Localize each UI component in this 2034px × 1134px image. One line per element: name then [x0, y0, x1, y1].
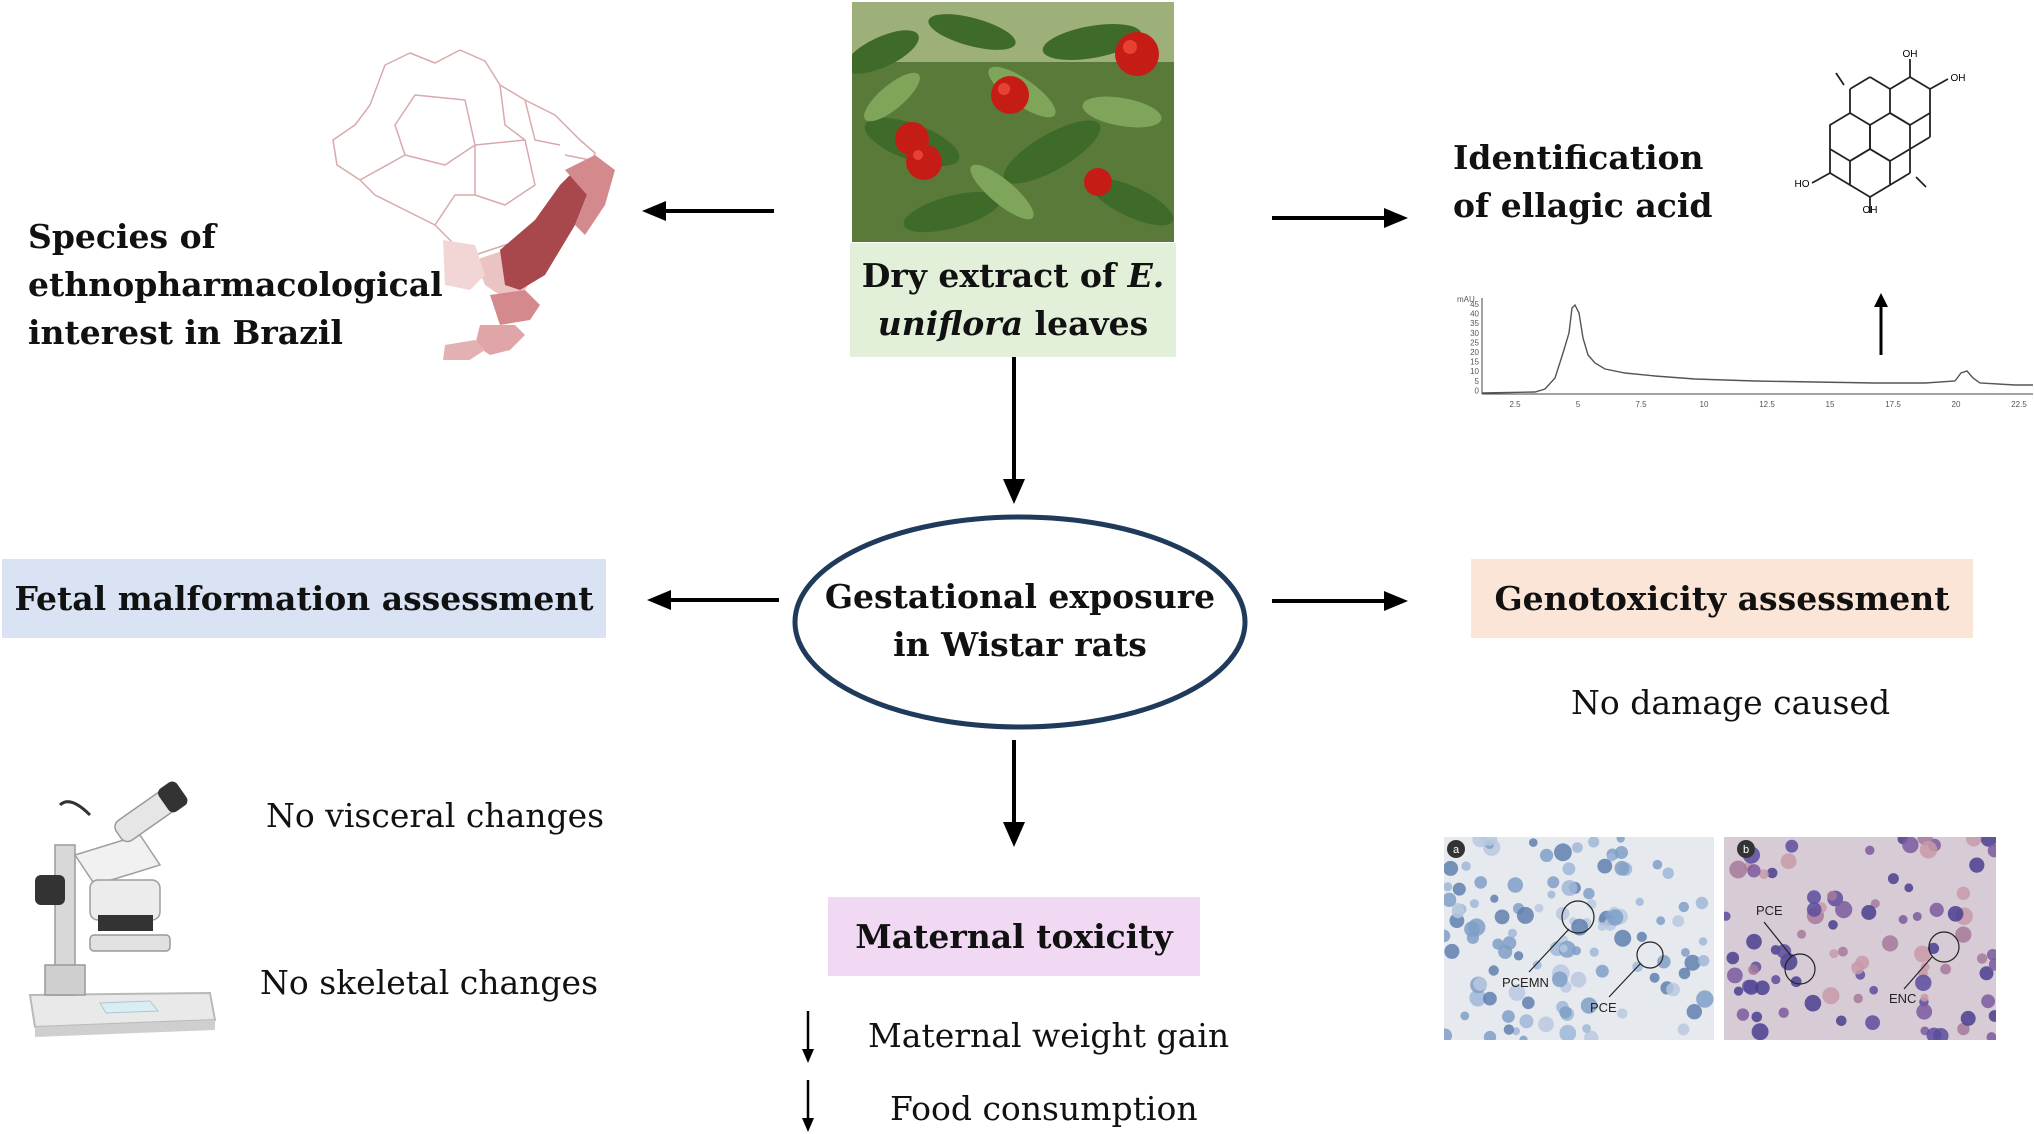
chromatogram-xtick: 20 — [1952, 400, 1961, 409]
extract-species: uniflora — [877, 304, 1024, 343]
identification-line-2: of ellagic acid — [1453, 186, 1713, 225]
ho-label-left: HO — [1795, 179, 1810, 190]
chromatogram-trace — [1481, 303, 2033, 394]
chromatogram-ytick: 10 — [1470, 367, 1479, 376]
chromatogram-ytick: 25 — [1470, 338, 1479, 347]
map-region-south1 — [490, 290, 540, 325]
micrograph-a-pce: PCE — [1590, 1000, 1617, 1015]
exposure-label: Gestational exposure in Wistar rats — [792, 573, 1248, 669]
map-region-south3 — [443, 340, 485, 360]
chromatogram-peak-arrow — [1874, 293, 1888, 355]
chromatogram-xtick: 22.5 — [2011, 400, 2027, 409]
map-region-west — [443, 240, 485, 290]
extract-line-2: uniflora leaves — [878, 300, 1148, 348]
arrow-to-exposure — [1003, 357, 1025, 504]
species-label: Species of ethnopharmacological interest… — [28, 213, 443, 357]
exposure-ellipse — [792, 514, 1248, 730]
genotoxicity-title: Genotoxicity assessment — [1494, 579, 1950, 618]
micrograph-a: a PCEMN PCE — [1444, 837, 1714, 1040]
chromatogram-ytick: 15 — [1470, 358, 1479, 367]
chromatogram-xtick: 12.5 — [1759, 400, 1775, 409]
map-region-east — [565, 155, 615, 235]
exposure-line-2: in Wistar rats — [893, 625, 1147, 664]
micrograph-b-enc: ENC — [1889, 991, 1916, 1006]
micrograph-a-label: a — [1453, 844, 1460, 856]
micrograph-b: b PCE ENC — [1724, 837, 1996, 1040]
genotoxicity-box: Genotoxicity assessment — [1471, 559, 1973, 638]
arrow-to-map — [642, 201, 774, 221]
chromatogram-ytick: 45 — [1470, 300, 1479, 309]
oh-label-bottom: OH — [1863, 205, 1878, 215]
decrease-arrow-food — [802, 1080, 814, 1132]
identification-label: Identification of ellagic acid — [1453, 134, 1712, 230]
extract-box: Dry extract of E. uniflora leaves — [850, 243, 1176, 357]
no-skeletal-changes: No skeletal changes — [260, 963, 599, 1002]
pitanga-photo — [852, 2, 1174, 242]
chromatogram-xtick: 17.5 — [1885, 400, 1901, 409]
micrograph-a-pcemn: PCEMN — [1502, 975, 1549, 990]
extract-genus: E. — [1127, 256, 1165, 295]
extract-prefix: Dry extract of — [861, 256, 1128, 295]
exposure-line-1: Gestational exposure — [824, 577, 1216, 616]
ellagic-acid-structure: OH OH HO OH — [1795, 49, 1966, 215]
extract-suffix: leaves — [1023, 304, 1149, 343]
species-line-3: interest in Brazil — [28, 313, 343, 352]
maternal-weight-gain: Maternal weight gain — [868, 1016, 1230, 1055]
decrease-arrow-weight — [802, 1011, 814, 1063]
chromatogram-xtick: 15 — [1826, 400, 1835, 409]
no-damage-caused: No damage caused — [1571, 683, 1891, 722]
maternal-toxicity-title: Maternal toxicity — [855, 917, 1173, 956]
arrow-to-identification — [1272, 208, 1408, 228]
map-region-south2 — [475, 325, 525, 355]
map-region-southeast — [500, 165, 595, 290]
chromatogram-xtick: 7.5 — [1635, 400, 1647, 409]
arrow-to-fetal — [647, 590, 779, 610]
chromatogram-ytick: 35 — [1470, 319, 1479, 328]
food-consumption: Food consumption — [890, 1089, 1198, 1128]
no-visceral-changes: No visceral changes — [266, 796, 605, 835]
extract-line-1: Dry extract of E. — [862, 252, 1165, 300]
chromatogram-ytick: 40 — [1470, 310, 1479, 319]
arrow-to-maternal — [1003, 740, 1025, 847]
fetal-assessment-box: Fetal malformation assessment — [2, 559, 606, 638]
micrograph-b-pce: PCE — [1756, 903, 1783, 918]
species-line-1: Species of — [28, 217, 216, 256]
chromatogram-ytick: 5 — [1475, 377, 1480, 386]
micrograph-b-label: b — [1743, 844, 1749, 856]
arrow-to-genotoxicity — [1272, 591, 1408, 611]
chromatogram-xtick: 5 — [1576, 400, 1581, 409]
chromatogram-ytick: 0 — [1475, 386, 1480, 395]
chromatogram-ytick: 30 — [1470, 329, 1479, 338]
species-line-2: ethnopharmacological — [28, 265, 443, 304]
maternal-toxicity-box: Maternal toxicity — [828, 897, 1200, 976]
oh-label-right: OH — [1951, 73, 1966, 84]
chromatogram-ytick: 20 — [1470, 348, 1479, 357]
chromatogram-xtick: 2.5 — [1509, 400, 1521, 409]
chromatogram-xtick: 10 — [1700, 400, 1709, 409]
oh-label-top: OH — [1903, 49, 1918, 60]
identification-line-1: Identification — [1453, 138, 1704, 177]
microscope-icon — [28, 781, 217, 1037]
chromatogram-ylabel: mAU — [1457, 295, 1475, 304]
fetal-assessment-title: Fetal malformation assessment — [14, 579, 594, 618]
brazil-map — [332, 49, 615, 360]
